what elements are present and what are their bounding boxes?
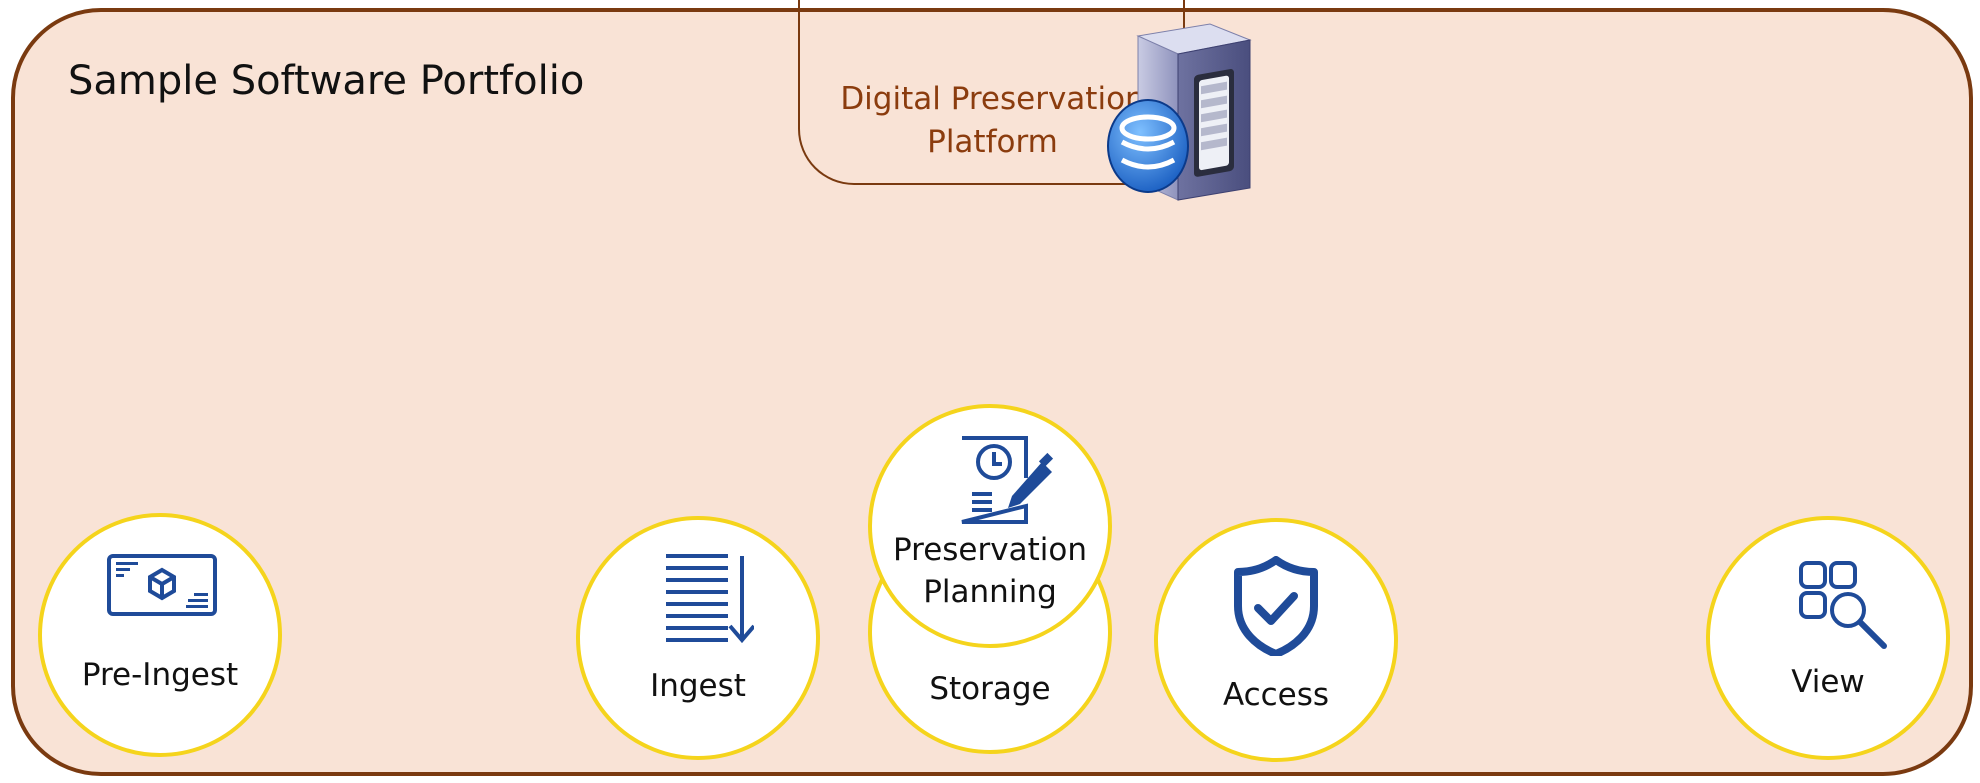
platform-label-line2: Platform bbox=[927, 124, 1058, 160]
node-label-line2: Planning bbox=[923, 574, 1057, 610]
document-clock-edit-icon bbox=[961, 436, 1054, 524]
node-view[interactable]: View bbox=[1706, 516, 1950, 760]
node-label: Access bbox=[1222, 677, 1330, 713]
platform-label: Digital Preservation Platform bbox=[820, 78, 1165, 164]
node-label-line1: Preservation bbox=[893, 532, 1087, 568]
node-preservation-planning[interactable]: Preservation Planning bbox=[868, 404, 1112, 648]
node-pre-ingest[interactable]: Pre-Ingest bbox=[38, 513, 282, 757]
portfolio-title: Sample Software Portfolio bbox=[68, 58, 585, 104]
platform-label-line1: Digital Preservation bbox=[840, 81, 1145, 117]
shield-check-icon bbox=[1234, 556, 1318, 656]
node-label: Pre-Ingest bbox=[81, 657, 239, 693]
grid-search-icon bbox=[1799, 561, 1887, 649]
node-label: Ingest bbox=[650, 668, 746, 704]
node-label: View bbox=[1791, 664, 1865, 700]
list-download-icon bbox=[666, 554, 754, 644]
node-ingest[interactable]: Ingest bbox=[576, 516, 820, 760]
node-access[interactable]: Access bbox=[1154, 518, 1398, 762]
server-database-icon bbox=[1107, 23, 1252, 201]
package-card-icon bbox=[107, 554, 217, 616]
node-label: Storage bbox=[929, 671, 1051, 707]
